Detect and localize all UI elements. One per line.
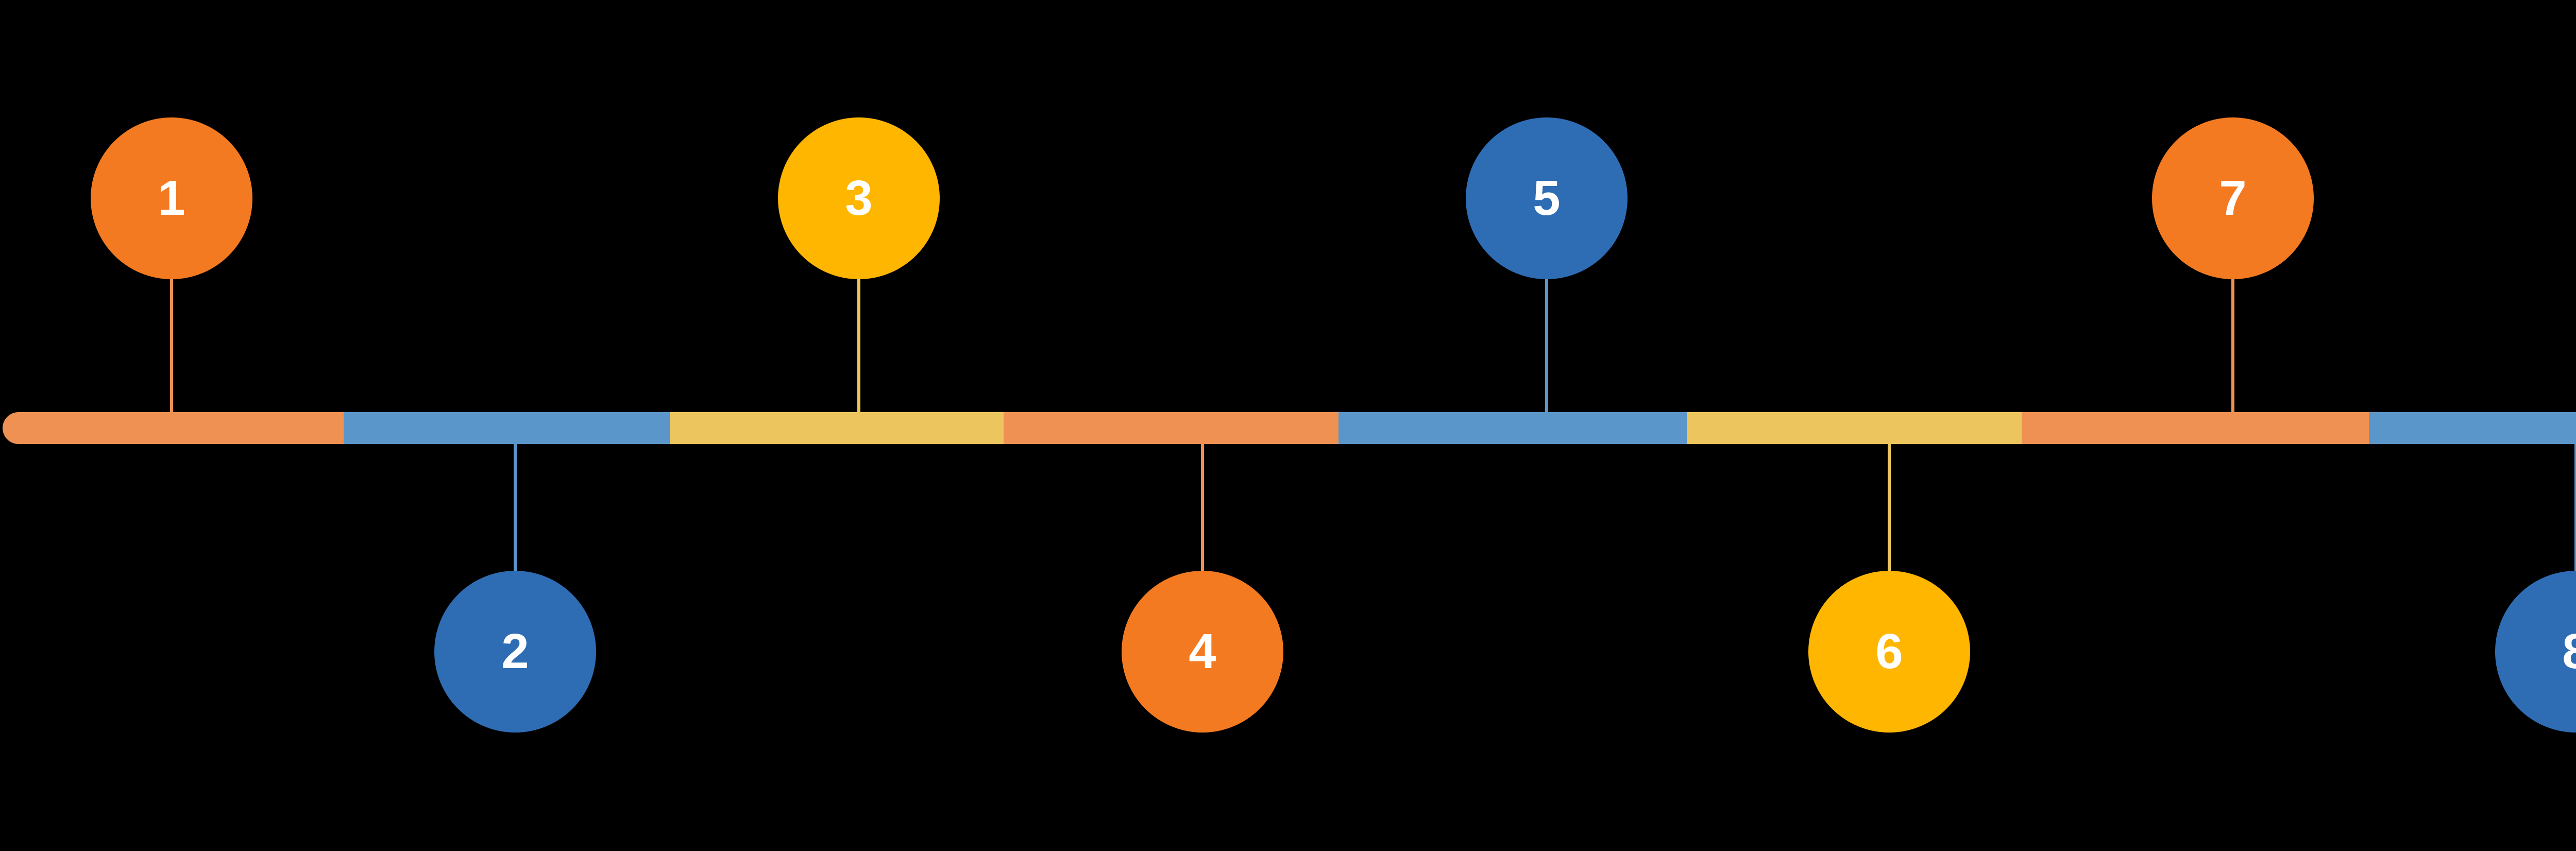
connector-line-2 [514,442,517,573]
milestone-node-label-4: 4 [1189,624,1216,679]
milestone-node-label-8: 8 [2562,624,2576,679]
connector-line-3 [857,279,860,414]
milestone-node-label-2: 2 [501,624,529,679]
connector-line-4 [1201,442,1204,573]
timeline-bar-segment-8[interactable] [2369,412,2576,444]
milestone-node-label-5: 5 [1533,171,1561,226]
connector-line-5 [1545,279,1548,414]
milestone-node-1[interactable]: 1 [91,117,252,279]
connector-line-8 [2574,442,2576,573]
connector-line-6 [1888,442,1891,573]
milestone-node-3[interactable]: 3 [778,117,940,279]
milestone-node-label-3: 3 [845,171,873,226]
milestone-node-label-6: 6 [1875,624,1903,679]
milestone-node-label-1: 1 [158,171,185,226]
milestone-node-2[interactable]: 2 [434,571,596,733]
timeline-bar-segment-7[interactable] [2022,412,2369,444]
connector-line-7 [2231,279,2234,414]
connector-line-1 [170,279,173,414]
timeline-bar-segment-4[interactable] [1004,412,1338,444]
milestone-node-8[interactable]: 8 [2495,571,2576,733]
milestone-node-7[interactable]: 7 [2152,117,2314,279]
milestone-node-6[interactable]: 6 [1808,571,1970,733]
milestone-node-4[interactable]: 4 [1122,571,1283,733]
timeline-bar-segment-6[interactable] [1687,412,2022,444]
milestone-node-label-7: 7 [2219,171,2247,226]
milestone-node-5[interactable]: 5 [1466,117,1628,279]
timeline-bar [3,412,2576,444]
timeline-bar-segment-5[interactable] [1338,412,1687,444]
timeline-bar-segment-3[interactable] [670,412,1004,444]
timeline-bar-segment-1[interactable] [3,412,344,444]
timeline-bar-segment-2[interactable] [344,412,670,444]
